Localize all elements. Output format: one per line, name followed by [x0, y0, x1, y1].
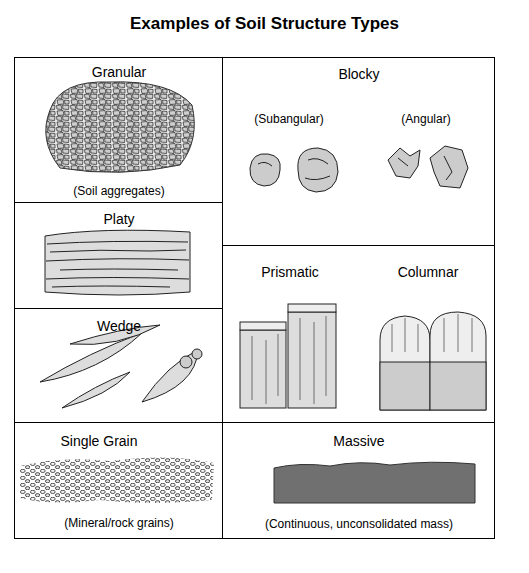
- massive-figure: [274, 462, 475, 503]
- structure-name: Wedge: [97, 318, 141, 335]
- structure-name: Granular: [92, 64, 146, 81]
- title-holder: Examples of Soil Structure Types: [0, 14, 529, 34]
- structure-note: (Subangular): [254, 112, 323, 126]
- structure-cell: Prismatic Columnar: [222, 245, 495, 423]
- structure-cell: Platy: [14, 202, 223, 309]
- structure-note: (Soil aggregates): [73, 184, 164, 198]
- structure-name: Blocky: [338, 66, 379, 83]
- blocky-figure: [250, 146, 468, 192]
- wedge-figure: [40, 325, 202, 408]
- structure-note: (Mineral/rock grains): [64, 516, 173, 530]
- single-grain-figure: [20, 457, 214, 503]
- structure-cell: Single Grain (Mineral/rock grains): [14, 422, 223, 539]
- structure-cell: Granular (Soil aggregates): [14, 57, 223, 203]
- structure-name: Massive: [333, 433, 384, 450]
- structure-cell: Massive (Continuous, unconsolidated mass): [222, 422, 495, 539]
- structure-name: Prismatic: [261, 264, 319, 281]
- structure-note: Columnar: [398, 264, 459, 281]
- structure-name: Single Grain: [60, 433, 137, 450]
- structure-cell: Wedge: [14, 308, 223, 423]
- diagram-title: Examples of Soil Structure Types: [130, 14, 399, 33]
- platy-figure: [45, 230, 190, 295]
- columnar-figure: [380, 312, 486, 410]
- structure-cell: Blocky (Subangular) (Angular): [222, 57, 495, 246]
- structure-note: (Continuous, unconsolidated mass): [265, 517, 453, 531]
- structure-note: (Angular): [401, 112, 450, 126]
- granular-figure: [46, 82, 195, 172]
- prismatic-figure: [240, 304, 336, 408]
- structure-name: Platy: [103, 211, 134, 228]
